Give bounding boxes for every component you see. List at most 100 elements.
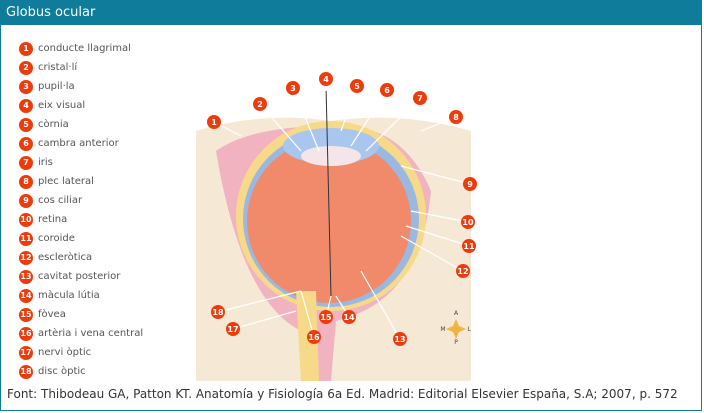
number-badge: 14 xyxy=(19,288,33,303)
marker-number: 11 xyxy=(463,242,475,251)
marker-13 xyxy=(393,332,407,346)
leader-line xyxy=(400,235,464,272)
legend-item: 14 màcula lútia xyxy=(19,286,143,305)
marker-number: 18 xyxy=(212,308,224,317)
number-badge: 12 xyxy=(19,250,33,265)
leader-line xyxy=(410,210,469,223)
number-badge: 6 xyxy=(19,136,33,151)
marker-number: 6 xyxy=(384,86,390,95)
legend-label: artèria i vena central xyxy=(38,328,144,339)
marker-11 xyxy=(462,239,476,253)
number-badge: 8 xyxy=(19,174,33,189)
marker-number: 14 xyxy=(343,313,355,322)
legend-label: plec lateral xyxy=(38,176,94,187)
legend-label: eix visual xyxy=(38,100,86,111)
svg-text:M: M xyxy=(440,326,445,333)
marker-number: 4 xyxy=(323,75,329,84)
marker-6 xyxy=(380,83,394,97)
marker-17 xyxy=(226,322,240,336)
marker-9 xyxy=(463,177,477,191)
legend-item: 11 coroide xyxy=(19,229,143,248)
legend-label: conducte llagrimal xyxy=(38,43,131,54)
marker-16 xyxy=(307,330,321,344)
marker-8 xyxy=(449,110,463,124)
number-badge: 3 xyxy=(19,79,33,94)
marker-4 xyxy=(319,72,333,86)
marker-number: 17 xyxy=(227,325,238,334)
legend-label: nervi òptic xyxy=(38,347,92,358)
marker-number: 13 xyxy=(394,335,405,344)
number-badge: 2 xyxy=(19,60,33,75)
marker-number: 16 xyxy=(308,333,320,342)
leader-line xyxy=(259,103,302,152)
legend-label: pupil·la xyxy=(38,81,75,92)
leader-line xyxy=(232,310,297,330)
eye-illustration xyxy=(196,85,471,382)
leader-line xyxy=(360,270,401,340)
number-badge: 7 xyxy=(19,155,33,170)
legend-label: còrnia xyxy=(38,119,69,130)
marker-1 xyxy=(207,115,221,129)
number-badge: 4 xyxy=(19,98,33,113)
svg-text:L: L xyxy=(467,326,471,333)
marker-number: 9 xyxy=(467,180,473,189)
legend-label: fòvea xyxy=(38,309,66,320)
legend-label: màcula lútia xyxy=(38,290,100,301)
number-badge: 11 xyxy=(19,231,33,246)
legend-item: 7 iris xyxy=(19,153,143,172)
legend-item: 9 cos ciliar xyxy=(19,191,143,210)
marker-18 xyxy=(211,305,225,319)
legend-item: 2 cristal·lí xyxy=(19,58,143,77)
marker-number: 1 xyxy=(211,118,217,127)
marker-number: 8 xyxy=(453,113,459,122)
legend-item: 10 retina xyxy=(19,210,143,229)
svg-text:A: A xyxy=(454,310,459,317)
marker-14 xyxy=(342,310,356,324)
leader-line xyxy=(350,89,388,147)
legend-label: cavitat posterior xyxy=(38,271,121,282)
marker-number: 15 xyxy=(320,313,332,322)
number-badge: 5 xyxy=(19,117,33,132)
legend-item: 17 nervi òptic xyxy=(19,343,143,362)
marker-12 xyxy=(456,264,470,278)
leader-line xyxy=(405,225,470,247)
marker-5 xyxy=(350,79,364,93)
legend-label: cristal·lí xyxy=(38,62,78,73)
source-citation: Font: Thibodeau GA, Patton KT. Anatomía … xyxy=(7,387,678,401)
number-badge: 17 xyxy=(19,345,33,360)
marker-2 xyxy=(253,97,267,111)
marker-number: 3 xyxy=(290,84,296,93)
legend-item: 6 cambra anterior xyxy=(19,134,143,153)
leader-line xyxy=(400,165,471,185)
number-badge: 16 xyxy=(19,326,33,341)
legend-label: cos ciliar xyxy=(38,195,83,206)
compass-rose: A P M L xyxy=(440,310,471,346)
legend-label: escleròtica xyxy=(38,252,93,263)
marker-number: 5 xyxy=(354,82,360,91)
leader-line xyxy=(340,85,358,132)
leader-line xyxy=(217,290,302,313)
leader-line xyxy=(365,97,421,152)
marker-number: 7 xyxy=(417,94,423,103)
legend-label: cambra anterior xyxy=(38,138,119,149)
panel-title: Globus ocular xyxy=(1,1,701,25)
legend-label: coroide xyxy=(38,233,75,244)
marker-15 xyxy=(319,310,333,324)
number-badge: 10 xyxy=(19,212,33,227)
leader-line xyxy=(300,290,315,338)
marker-3 xyxy=(286,81,300,95)
legend-label: iris xyxy=(38,157,53,168)
number-badge: 9 xyxy=(19,193,33,208)
svg-text:P: P xyxy=(454,339,458,346)
marker-number: 2 xyxy=(257,100,263,109)
legend-item: 4 eix visual xyxy=(19,96,143,115)
legend-label: retina xyxy=(38,214,68,225)
